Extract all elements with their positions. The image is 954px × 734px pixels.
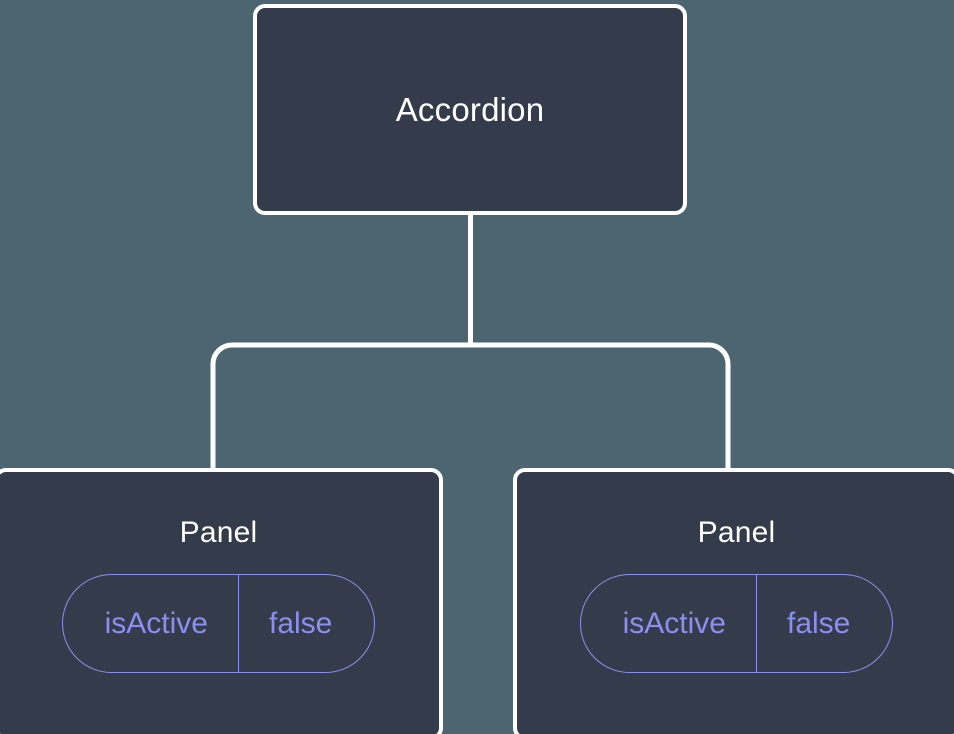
node-panel-right-props: isActive false — [517, 574, 954, 673]
node-panel-left[interactable]: Panel isActive false — [0, 468, 443, 734]
edge-branch-right — [470, 342, 731, 470]
edge-branch-left — [210, 342, 471, 470]
prop-key-label: isActive — [104, 606, 208, 640]
prop-value-label: false — [237, 575, 374, 672]
prop-badge-isactive-left[interactable]: isActive false — [61, 574, 376, 673]
node-panel-right[interactable]: Panel isActive false — [513, 468, 954, 734]
node-accordion-label: Accordion — [395, 91, 545, 128]
node-panel-left-label: Panel — [179, 516, 258, 549]
prop-badge-isactive-right[interactable]: isActive false — [579, 574, 894, 673]
node-accordion[interactable]: Accordion — [253, 4, 687, 215]
node-panel-left-props: isActive false — [0, 574, 439, 673]
node-panel-right-label: Panel — [697, 516, 776, 549]
prop-key-label: isActive — [622, 606, 726, 640]
prop-value-label: false — [755, 575, 892, 672]
